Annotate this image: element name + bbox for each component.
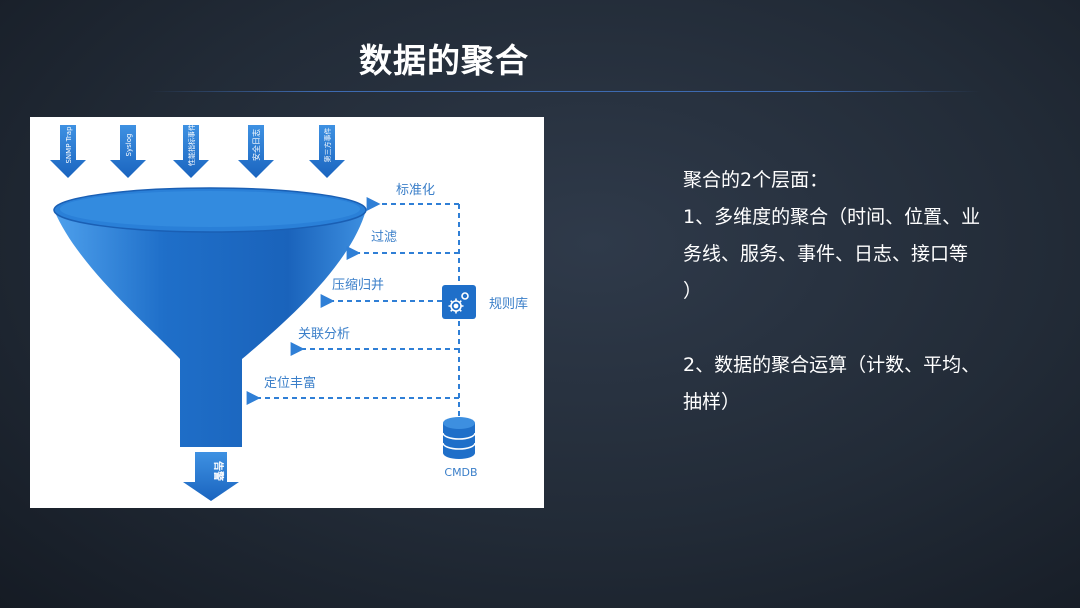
input-label-thirdparty: 第三方事件	[323, 128, 332, 163]
funnel-shape	[53, 187, 367, 447]
rules-label: 规则库	[489, 296, 528, 312]
desc-item2-line2: 抽样）	[683, 391, 741, 413]
desc-item1-line2: 务线、服务、事件、日志、接口等	[683, 243, 969, 265]
gear-icon	[448, 292, 469, 314]
output-arrow: 告警	[183, 452, 239, 501]
slide-title: 数据的聚合	[359, 41, 529, 80]
title-divider	[150, 91, 980, 92]
step-label-normalize: 标准化	[396, 183, 435, 198]
description-text: 聚合的2个层面： 1、多维度的聚合（时间、位置、业 务线、服务、事件、日志、接口…	[683, 162, 1013, 421]
input-arrow-thirdparty: 第三方事件	[309, 125, 345, 178]
rules-engine: 规则库	[442, 285, 528, 319]
output-label: 告警	[212, 461, 225, 481]
database-icon	[442, 417, 476, 459]
desc-item2-line1: 2、数据的聚合运算（计数、平均、	[683, 354, 981, 376]
input-label-performance: 性能指标事件	[187, 124, 196, 166]
step-label-locate: 定位丰富	[264, 375, 316, 391]
input-label-snmp: SNMP Trap	[65, 126, 73, 164]
desc-item1-line3: ）	[683, 280, 703, 302]
input-arrow-snmp: SNMP Trap	[50, 125, 86, 178]
funnel-svg: SNMP Trap Syslog 性能指标事件 安全日志 第三方事件 告警	[50, 124, 528, 501]
desc-intro: 聚合的2个层面：	[683, 169, 829, 191]
input-arrow-performance: 性能指标事件	[173, 124, 209, 178]
input-arrow-security: 安全日志	[238, 125, 274, 178]
input-arrow-syslog: Syslog	[110, 125, 146, 178]
funnel-diagram: SNMP Trap Syslog 性能指标事件 安全日志 第三方事件 告警	[30, 117, 544, 508]
cmdb-label: CMDB	[444, 466, 477, 479]
input-label-syslog: Syslog	[125, 134, 133, 157]
cmdb-database: CMDB	[442, 417, 478, 479]
input-label-security: 安全日志	[251, 129, 261, 161]
desc-item1-line1: 1、多维度的聚合（时间、位置、业	[683, 206, 981, 228]
step-label-correlate: 关联分析	[298, 327, 350, 342]
step-label-compress: 压缩归并	[332, 277, 384, 293]
step-label-filter: 过滤	[371, 230, 397, 245]
